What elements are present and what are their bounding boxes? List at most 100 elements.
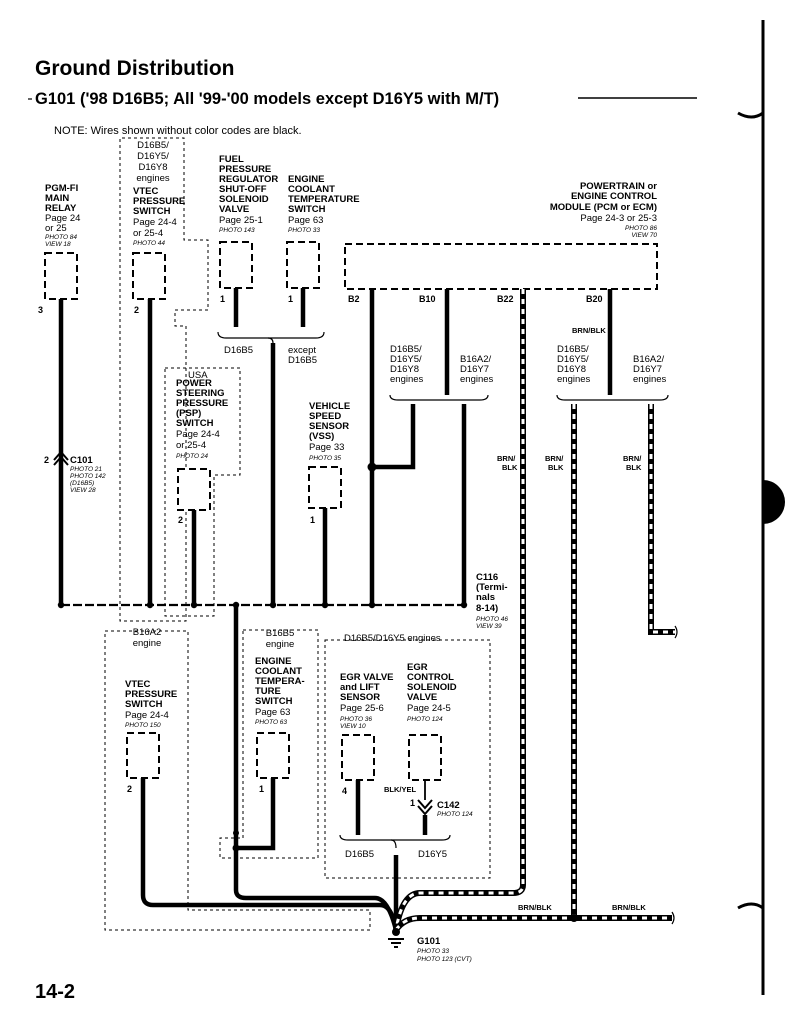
wire-end-mark bbox=[671, 911, 675, 925]
ect-top-label: ENGINE COOLANT TEMPERATURE SWITCH Page 6… bbox=[288, 174, 360, 234]
svg-text:PGM-FI: PGM-FI bbox=[45, 183, 78, 194]
svg-text:VIEW 28: VIEW 28 bbox=[70, 487, 96, 494]
vss-connector[interactable] bbox=[308, 466, 342, 509]
svg-text:Page 24: Page 24 bbox=[45, 213, 80, 224]
svg-text:SWITCH: SWITCH bbox=[255, 696, 293, 707]
wire-color-b20: BRN/BLK bbox=[572, 326, 606, 335]
b16a2-d16y7-label: B16A2/ D16Y7 engines bbox=[460, 354, 494, 385]
vtec-bot-group-outline bbox=[104, 630, 371, 931]
vtec-top-group-label: D16B5/ D16Y5/ D16Y8 engines bbox=[136, 140, 170, 184]
brn-blk-wires bbox=[393, 289, 675, 932]
color-note: NOTE: Wires shown without color codes ar… bbox=[54, 125, 302, 137]
branch-except-label: except D16B5 bbox=[288, 345, 317, 366]
svg-text:engines: engines bbox=[460, 374, 494, 385]
svg-text:MAIN: MAIN bbox=[45, 193, 69, 204]
svg-text:BLK: BLK bbox=[626, 463, 642, 472]
svg-text:or 25-4: or 25-4 bbox=[133, 228, 163, 239]
svg-text:PHOTO 143: PHOTO 143 bbox=[219, 227, 255, 234]
vtec-bot-connector[interactable] bbox=[126, 732, 160, 779]
svg-text:D16Y7: D16Y7 bbox=[460, 364, 489, 375]
svg-text:Page 63: Page 63 bbox=[255, 707, 290, 718]
svg-text:G101: G101 bbox=[417, 936, 441, 947]
svg-text:SOLENOID: SOLENOID bbox=[407, 682, 457, 693]
svg-text:D16B5/: D16B5/ bbox=[390, 344, 422, 355]
svg-text:Page 25-1: Page 25-1 bbox=[219, 215, 263, 226]
ect-bot-group-label: B16B5 engine bbox=[266, 628, 295, 650]
pgmfi-connector[interactable] bbox=[44, 252, 78, 300]
splice-dot bbox=[232, 844, 240, 852]
c116-bus bbox=[57, 601, 468, 609]
pin-vtec-top: 2 bbox=[134, 305, 139, 315]
svg-text:C116: C116 bbox=[476, 572, 498, 583]
branch-d16b5-label: D16B5 bbox=[224, 345, 253, 356]
fuel-regulator-connector[interactable] bbox=[219, 241, 253, 289]
svg-text:Page 24-4: Page 24-4 bbox=[125, 710, 169, 721]
svg-text:D16Y7: D16Y7 bbox=[633, 364, 662, 375]
svg-text:COOLANT: COOLANT bbox=[288, 184, 335, 195]
svg-text:VIEW 10: VIEW 10 bbox=[340, 723, 366, 730]
svg-text:PHOTO 86: PHOTO 86 bbox=[625, 225, 657, 232]
svg-text:STEERING: STEERING bbox=[176, 388, 225, 399]
svg-text:PHOTO 124: PHOTO 124 bbox=[407, 716, 443, 723]
c142-label: C142 PHOTO 124 bbox=[437, 800, 473, 818]
svg-text:EGR: EGR bbox=[407, 662, 428, 673]
svg-text:MODULE (PCM or ECM): MODULE (PCM or ECM) bbox=[550, 202, 657, 213]
psp-connector[interactable] bbox=[177, 468, 211, 511]
svg-text:B16B5: B16B5 bbox=[266, 628, 295, 639]
svg-text:8-14): 8-14) bbox=[476, 603, 498, 614]
wire-color-b22: BRN/ BLK bbox=[497, 454, 518, 472]
svg-text:Page 24-5: Page 24-5 bbox=[407, 703, 451, 714]
svg-text:CONTROL: CONTROL bbox=[407, 672, 454, 683]
page-number: 14-2 bbox=[35, 981, 75, 1003]
svg-text:PHOTO 150: PHOTO 150 bbox=[125, 722, 161, 729]
svg-text:SWITCH: SWITCH bbox=[176, 418, 214, 429]
ect-bot-connector[interactable] bbox=[256, 732, 290, 779]
ground-icon bbox=[388, 928, 404, 948]
svg-text:D16B5: D16B5 bbox=[288, 355, 317, 366]
fuel-regulator-label: FUEL PRESSURE REGULATOR SHUT-OFF SOLENOI… bbox=[219, 154, 278, 234]
svg-text:Page 63: Page 63 bbox=[288, 215, 323, 226]
svg-text:Page 24-4: Page 24-4 bbox=[176, 429, 220, 440]
egr-ctrl-connector[interactable] bbox=[408, 734, 442, 781]
svg-text:(D16B5): (D16B5) bbox=[70, 480, 94, 487]
vtec-top-connector[interactable] bbox=[132, 252, 166, 300]
svg-text:SWITCH: SWITCH bbox=[133, 206, 171, 217]
svg-text:PRESSURE: PRESSURE bbox=[125, 689, 177, 700]
svg-text:PHOTO 33: PHOTO 33 bbox=[288, 227, 320, 234]
wire-color-left: BRN/ BLK bbox=[545, 454, 564, 472]
svg-text:ENGINE CONTROL: ENGINE CONTROL bbox=[571, 191, 657, 202]
svg-text:B16A2/: B16A2/ bbox=[460, 354, 492, 365]
egr-d16b5-label: D16B5 bbox=[345, 849, 374, 860]
pcm-connector[interactable] bbox=[344, 243, 658, 290]
psp-label: USA POWER STEERING PRESSURE (PSP) SWITCH… bbox=[176, 370, 228, 460]
svg-text:BRN/: BRN/ bbox=[545, 454, 564, 463]
svg-text:Page 24-4: Page 24-4 bbox=[133, 217, 177, 228]
g101-label: G101 PHOTO 33 PHOTO 123 (CVT) bbox=[417, 936, 472, 963]
svg-text:engines: engines bbox=[136, 173, 170, 184]
pin-ect-top: 1 bbox=[288, 294, 293, 304]
svg-text:engines: engines bbox=[633, 374, 667, 385]
pin-c101: 2 bbox=[44, 455, 49, 465]
svg-text:PHOTO 36: PHOTO 36 bbox=[340, 716, 372, 723]
ect-top-connector[interactable] bbox=[286, 241, 320, 289]
svg-text:SPEED: SPEED bbox=[309, 411, 341, 422]
svg-text:BRN/: BRN/ bbox=[623, 454, 642, 463]
svg-text:SENSOR: SENSOR bbox=[309, 421, 349, 432]
page-subtitle: G101 ('98 D16B5; All '99-'00 models exce… bbox=[35, 90, 499, 108]
svg-text:D16Y8: D16Y8 bbox=[138, 162, 167, 173]
svg-text:RELAY: RELAY bbox=[45, 203, 77, 214]
pin-pgmfi: 3 bbox=[38, 305, 43, 315]
svg-text:C101: C101 bbox=[70, 455, 93, 466]
svg-text:FUEL: FUEL bbox=[219, 154, 244, 165]
pin-egr-valve: 4 bbox=[342, 786, 347, 796]
c101-label: C101 PHOTO 21 PHOTO 142 (D16B5) VIEW 28 bbox=[70, 455, 106, 494]
svg-text:except: except bbox=[288, 345, 316, 356]
egr-group-outline bbox=[324, 639, 491, 879]
svg-text:REGULATOR: REGULATOR bbox=[219, 174, 278, 185]
egr-valve-connector[interactable] bbox=[341, 734, 375, 781]
wire-end-mark bbox=[674, 625, 678, 639]
svg-text:VTEC: VTEC bbox=[125, 679, 150, 690]
svg-text:PHOTO 21: PHOTO 21 bbox=[70, 466, 102, 473]
right-b16a2-label: B16A2/ D16Y7 engines bbox=[633, 354, 667, 385]
